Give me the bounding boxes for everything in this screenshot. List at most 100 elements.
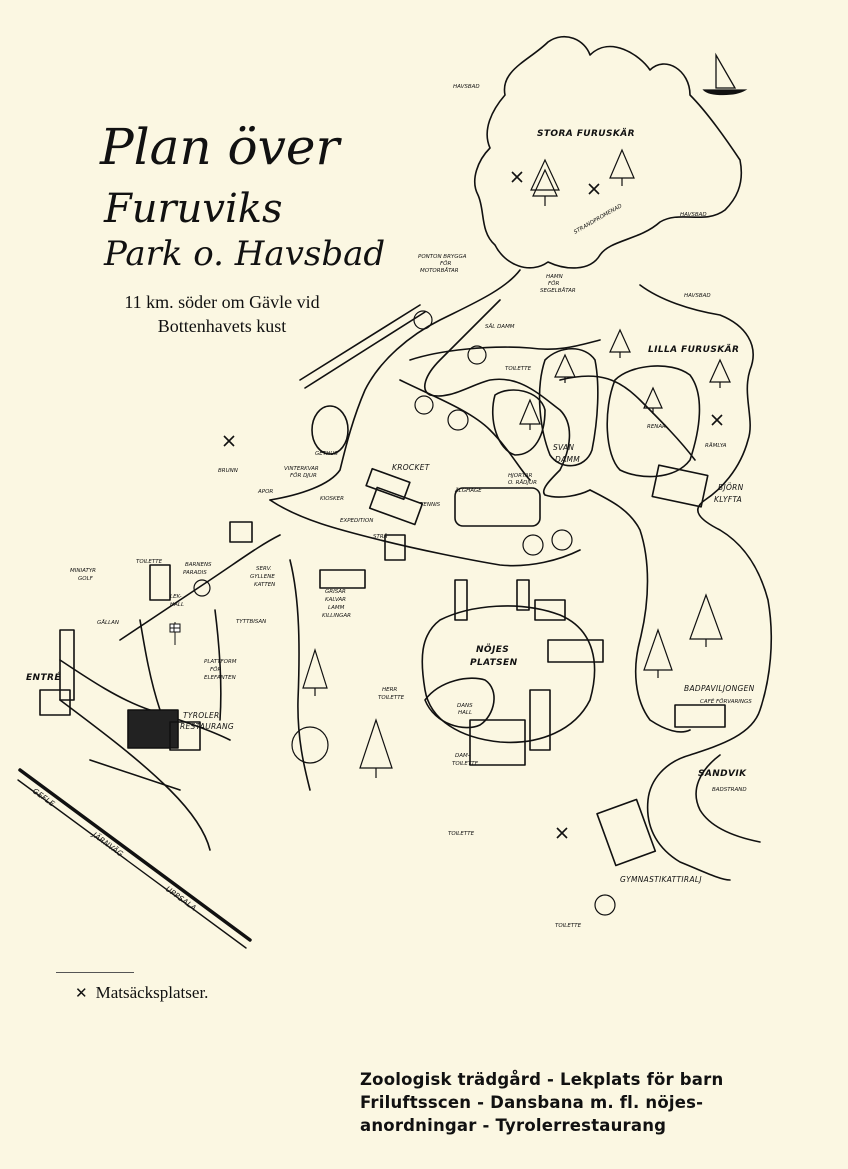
label-hamn-3: SEGELBÅTAR xyxy=(540,287,576,294)
subtitle-line1: 11 km. söder om Gävle vid xyxy=(124,292,320,312)
tree-icon xyxy=(413,310,433,330)
label-hamn-1: HAMN xyxy=(546,274,563,280)
tree-icon xyxy=(467,345,487,365)
subtitle-line2: Bottenhavets kust xyxy=(157,316,287,336)
label-krocket: KROCKET xyxy=(392,463,431,472)
path-6 xyxy=(269,499,581,567)
label-ser-3: KATTEN xyxy=(254,582,275,588)
label-barnens-2: PARADIS xyxy=(183,570,207,576)
label-strand: STRANDPROMENAD xyxy=(573,203,623,235)
label-grisar-4: KILLINGAR xyxy=(322,613,351,619)
picnic-marker-icon xyxy=(223,435,235,447)
building-1 xyxy=(454,579,468,621)
label-dans-2: HALL xyxy=(458,710,472,716)
railway-line xyxy=(18,768,252,942)
sailboat-icon xyxy=(702,52,748,96)
main-path xyxy=(269,269,521,501)
tree-icon xyxy=(519,398,541,430)
label-vinterkvarter-1: VINTERKVAR xyxy=(284,466,319,472)
label-dans-1: DANS xyxy=(457,703,473,709)
tree-icon xyxy=(551,529,573,551)
bjorn-klyfta-pen xyxy=(651,464,709,508)
stora-furuskar-coast xyxy=(474,36,743,269)
label-ponton-1: PONTON BRYGGA xyxy=(418,254,467,260)
label-nojes-1: NÖJES xyxy=(476,644,509,655)
picnic-marker-icon: ✕ xyxy=(75,984,88,1002)
label-renar: RENAR xyxy=(647,424,666,430)
label-sal-damm: SÄL DAMM xyxy=(485,323,515,330)
entrance-road-6 xyxy=(214,609,222,721)
tree-icon xyxy=(594,894,616,916)
label-gallan: GÅLLAN xyxy=(97,619,119,626)
path-5 xyxy=(589,489,691,733)
label-ser-1: SERV. xyxy=(256,566,272,572)
label-svan-1: SVAN xyxy=(553,443,574,452)
label-ser-2: GYLLENE xyxy=(250,574,275,580)
promo-line2: Friluftsscen - Dansbana m. fl. nöjes- xyxy=(360,1093,704,1112)
label-entre: ENTRÉ xyxy=(26,671,61,683)
legend: ✕Matsäcksplatser. xyxy=(75,983,208,1003)
path-4 xyxy=(399,379,531,481)
label-plattform-3: ELEFANTEN xyxy=(204,675,236,681)
tree-icon xyxy=(609,328,631,358)
label-stra: STRÅ xyxy=(373,533,388,540)
label-hamn-2: FÖR xyxy=(548,280,559,287)
label-svan-2: DAMM xyxy=(555,455,580,464)
tree-icon xyxy=(302,648,328,696)
promo-line3: anordningar - Tyrolerrestaurang xyxy=(360,1116,667,1135)
entrance-road-7 xyxy=(289,559,311,791)
label-toilette-4: TOILETTE xyxy=(555,923,582,929)
label-grisar-3: LAMM xyxy=(328,605,345,611)
label-grisar-1: GRISAR xyxy=(325,589,346,595)
label-hjortar-2: O. RÅDJUR xyxy=(508,479,537,486)
label-hjortar-1: HJORTAR xyxy=(508,473,533,479)
tree-icon xyxy=(522,534,544,556)
map-title-line1: Plan över xyxy=(100,118,340,176)
trees xyxy=(193,148,731,916)
tree-icon xyxy=(359,718,393,778)
entrance-road-5 xyxy=(139,619,161,711)
label-plattform-1: PLATTFORM xyxy=(204,659,237,665)
label-vinterkvarter-2: FÖR DJUR xyxy=(290,472,317,479)
lilla-furuskar-enclosure xyxy=(606,365,701,478)
label-cafe: CAFÉ FÖRVARINGS xyxy=(700,697,752,705)
map-subtitle: 11 km. söder om Gävle vid Bottenhavets k… xyxy=(92,290,352,338)
tree-icon xyxy=(414,395,434,415)
railway-line-2 xyxy=(17,779,247,949)
picnic-marker-icon xyxy=(556,827,568,839)
label-tyroler-2: RESTAURANG xyxy=(180,722,234,731)
label-toilette-3: TOILETTE xyxy=(448,831,475,837)
tree-icon xyxy=(193,579,211,597)
label-lekhall-1: LEK- xyxy=(170,594,182,600)
label-ponton-2: FÖR xyxy=(440,260,451,267)
promo-line1: Zoologisk trädgård - Lekplats för barn xyxy=(360,1070,724,1089)
promo-text: Zoologisk trädgård - Lekplats för barn F… xyxy=(360,1068,723,1137)
tree-icon xyxy=(643,386,663,414)
tree-icon xyxy=(689,593,723,647)
path-2 xyxy=(424,299,591,498)
label-toilette-1: TOILETTE xyxy=(505,366,532,372)
label-gethus: GETHUS xyxy=(315,451,338,457)
label-sandvik: SANDVIK xyxy=(698,769,747,779)
label-lilla-furuskar: LILLA FURUSKÄR xyxy=(648,344,739,355)
label-gymnastik: GYMNASTIKATTIRALJ xyxy=(620,875,702,884)
label-dam-1: DAM- xyxy=(455,753,470,759)
tree-icon xyxy=(609,148,635,186)
label-havsbad-mid: HAVSBAD xyxy=(684,293,711,299)
center-enclosure xyxy=(491,389,546,456)
label-apor: APOR xyxy=(257,489,273,495)
nojesplatsen xyxy=(421,605,596,744)
sandvik-beach xyxy=(695,754,761,843)
label-toilette-2: TOILETTE xyxy=(136,559,163,565)
picnic-marker-icon xyxy=(588,183,600,195)
entrance-road-3 xyxy=(119,534,281,641)
label-brunn: BRUNN xyxy=(218,468,238,474)
label-nojes-2: PLATSEN xyxy=(470,658,518,668)
label-barnens-1: BARNENS xyxy=(185,562,212,568)
label-badpaviljongen: BADPAVILJONGEN xyxy=(684,684,755,693)
picnic-marker-icon xyxy=(511,171,523,183)
alghage-enclosure xyxy=(454,487,541,527)
gethus-enclosure xyxy=(311,405,349,455)
